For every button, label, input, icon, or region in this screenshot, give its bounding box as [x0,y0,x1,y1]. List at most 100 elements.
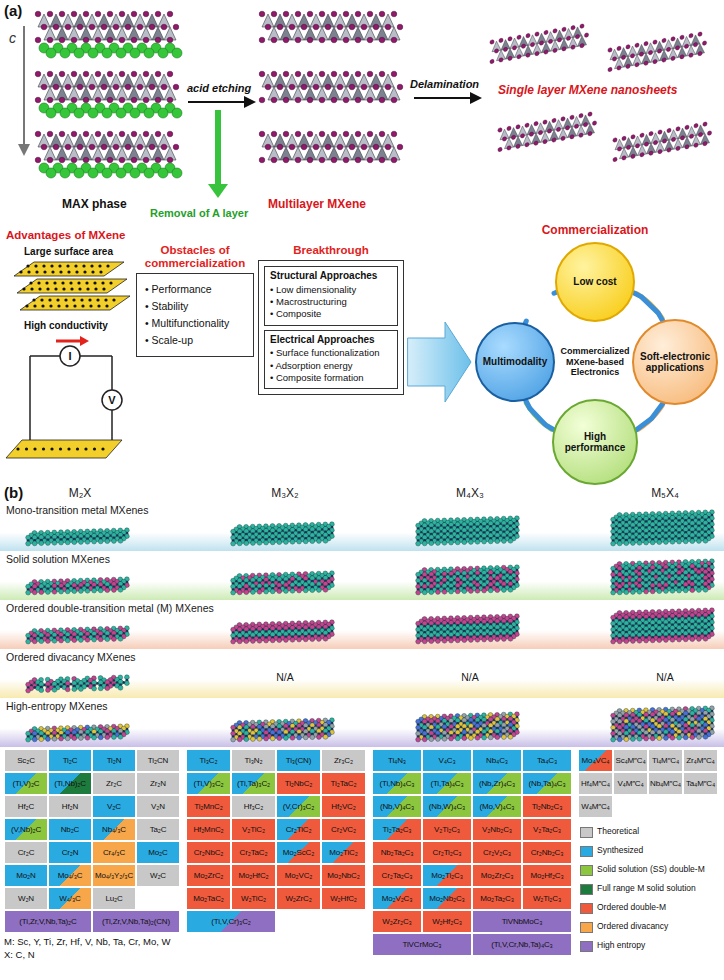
process-arrow [414,97,470,99]
m-atom [112,539,117,544]
m-atom [367,11,373,17]
m-atom [35,37,41,43]
m-atom [65,540,70,545]
m-atom [343,131,349,137]
atom-dot [27,270,30,273]
m-atom [155,131,161,137]
m-atom [343,157,349,163]
m-atom [307,37,313,43]
atom-dot [48,298,51,301]
arrowhead [208,184,228,198]
m-atom [95,131,101,137]
m-atom [71,37,77,43]
m-atom [521,44,525,49]
m-atom [137,24,143,30]
m-atom [680,135,684,140]
m-atom [167,97,173,103]
atom-dot [93,281,96,284]
a-atom [158,108,168,118]
m-atom [644,41,648,46]
circle-text: Multimodality [483,356,547,368]
m-atom [397,84,403,90]
m-atom [47,37,53,43]
m-atom [653,40,657,45]
m-atom [95,97,101,103]
m-atom [131,157,137,163]
m-atom [271,157,277,163]
m-atom [373,84,379,90]
m-atom [355,11,361,17]
atom-dot [65,304,68,307]
m-atom [46,590,51,595]
m-atom [107,97,113,103]
m-atom [462,540,467,545]
m-atom [626,145,630,150]
m-atom [105,588,110,593]
m-atom [35,71,41,77]
m-atom [502,136,506,141]
mxene-nanosheet [498,111,597,152]
m-atom [508,56,512,61]
m-atom [307,131,313,137]
atom-dot [40,298,43,301]
advantages-illustration [6,262,130,458]
approach-box: Electrical Approaches• Surface functiona… [264,330,398,390]
m-atom [391,131,397,137]
atom-dot [64,298,67,301]
m-atom [653,140,657,145]
m-atom [237,541,242,546]
m-atom [349,144,355,150]
m-atom [59,11,65,17]
mxene-family-band: Solid solution MXenes [0,551,724,600]
atom-dot [66,264,69,267]
mxene-sheet [6,440,122,458]
m-atom [231,541,236,546]
m-atom [644,142,648,147]
m-atom [173,24,179,30]
m-atom [89,24,95,30]
atom-dot [37,281,40,284]
m-atom [575,34,579,39]
m-atom [295,157,301,163]
m-atom [703,141,707,146]
a-atom [116,48,126,58]
m-atom [694,123,698,128]
m-atom [562,27,566,32]
m-atom [319,71,325,77]
m-atom [167,157,173,163]
m-atom [649,151,653,156]
m-atom [71,157,77,163]
m-atom [295,97,301,103]
m-atom [319,11,325,17]
m-atom [677,539,682,544]
ammeter-symbol [60,346,80,366]
atom-dot [101,447,104,450]
mxene-nanosheet [490,23,589,64]
circuit-wire [111,410,113,440]
m-atom [613,138,617,143]
m-atom [671,36,675,41]
mxene-sheet [17,279,127,293]
a-atom [46,168,56,178]
a-atom [46,48,56,58]
m-atom [131,11,137,17]
atom-dot [76,447,79,450]
m-atom [119,11,125,17]
m-atom [508,36,512,41]
m-atom [143,71,149,77]
m-atom [259,157,265,163]
m-atom [639,52,643,57]
m-atom [571,45,575,50]
m-atom [680,35,684,40]
m-atom [167,71,173,77]
m-atom [349,84,355,90]
m-atom [325,144,331,150]
m-atom [119,71,125,77]
m-atom [367,131,373,137]
m-atom [566,36,570,41]
atom-dot [83,270,86,273]
m-atom [703,122,707,127]
mxene-slab [611,510,715,546]
m-atom [653,59,657,64]
atom-dot [77,281,80,284]
